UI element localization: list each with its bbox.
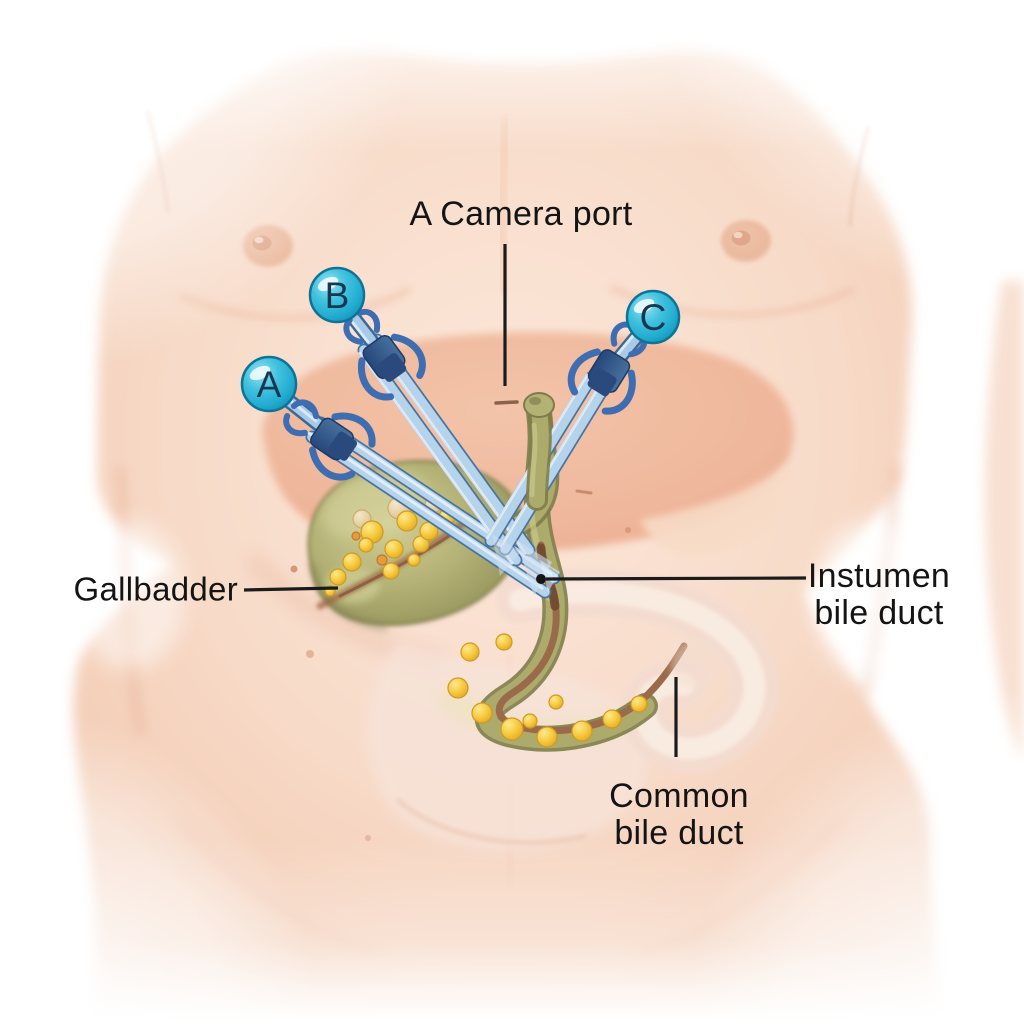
trocar-a: A [240,355,376,481]
camera-port-label: A Camera port [409,195,633,233]
common-label-line1: Common [609,777,749,815]
instrument-label-line1: Instumen [807,557,951,595]
instrument-leader-dot [536,574,546,584]
trocar-a-clamp [283,399,376,481]
freckle-1 [290,565,298,573]
right-arm-sliver [985,280,1024,760]
instrument-tips [492,534,560,596]
common-label-line2: bile duct [614,814,744,852]
port-c-letter: C [640,297,667,338]
trocar-b-clamp [343,308,426,401]
liver-lower-edge-highlight [640,462,791,555]
skin-marks [290,400,631,841]
port-b-letter: B [325,275,350,316]
port-a-badge: A [240,355,298,413]
right-waist-highlight [812,520,932,680]
duct-stones [447,633,648,748]
leader-lines [243,244,807,757]
instrument-leader [545,576,807,581]
gallbladder-fundus-shade [309,562,388,631]
port-a-letter: A [257,364,282,405]
freckle-4 [306,650,314,658]
freckle-3 [625,527,631,533]
common-bile-duct-label: Common bile duct [609,778,749,852]
freckle-2 [575,489,593,495]
cystic-duct-front [523,392,555,511]
incision-dash [494,400,519,405]
instrument-label-line2: bile duct [814,594,944,632]
trocar-b: B [308,266,426,401]
duct-top-knob [523,392,555,418]
duct-top-knob-notch [529,397,541,405]
left-waist-highlight [75,520,185,670]
gallbladder-leader [243,586,339,592]
duodenum-overlay [671,638,723,690]
gallbladder-label: Gallbadder [73,570,238,608]
trocar-c: C [567,289,681,415]
duodenum-rim-line [396,798,587,845]
port-c-badge: C [625,289,681,345]
gallstone-streak-dark [338,532,454,598]
instrument-label: Instumen bile duct [808,558,950,632]
port-b-badge: B [308,266,366,324]
freckle-5 [365,835,371,841]
